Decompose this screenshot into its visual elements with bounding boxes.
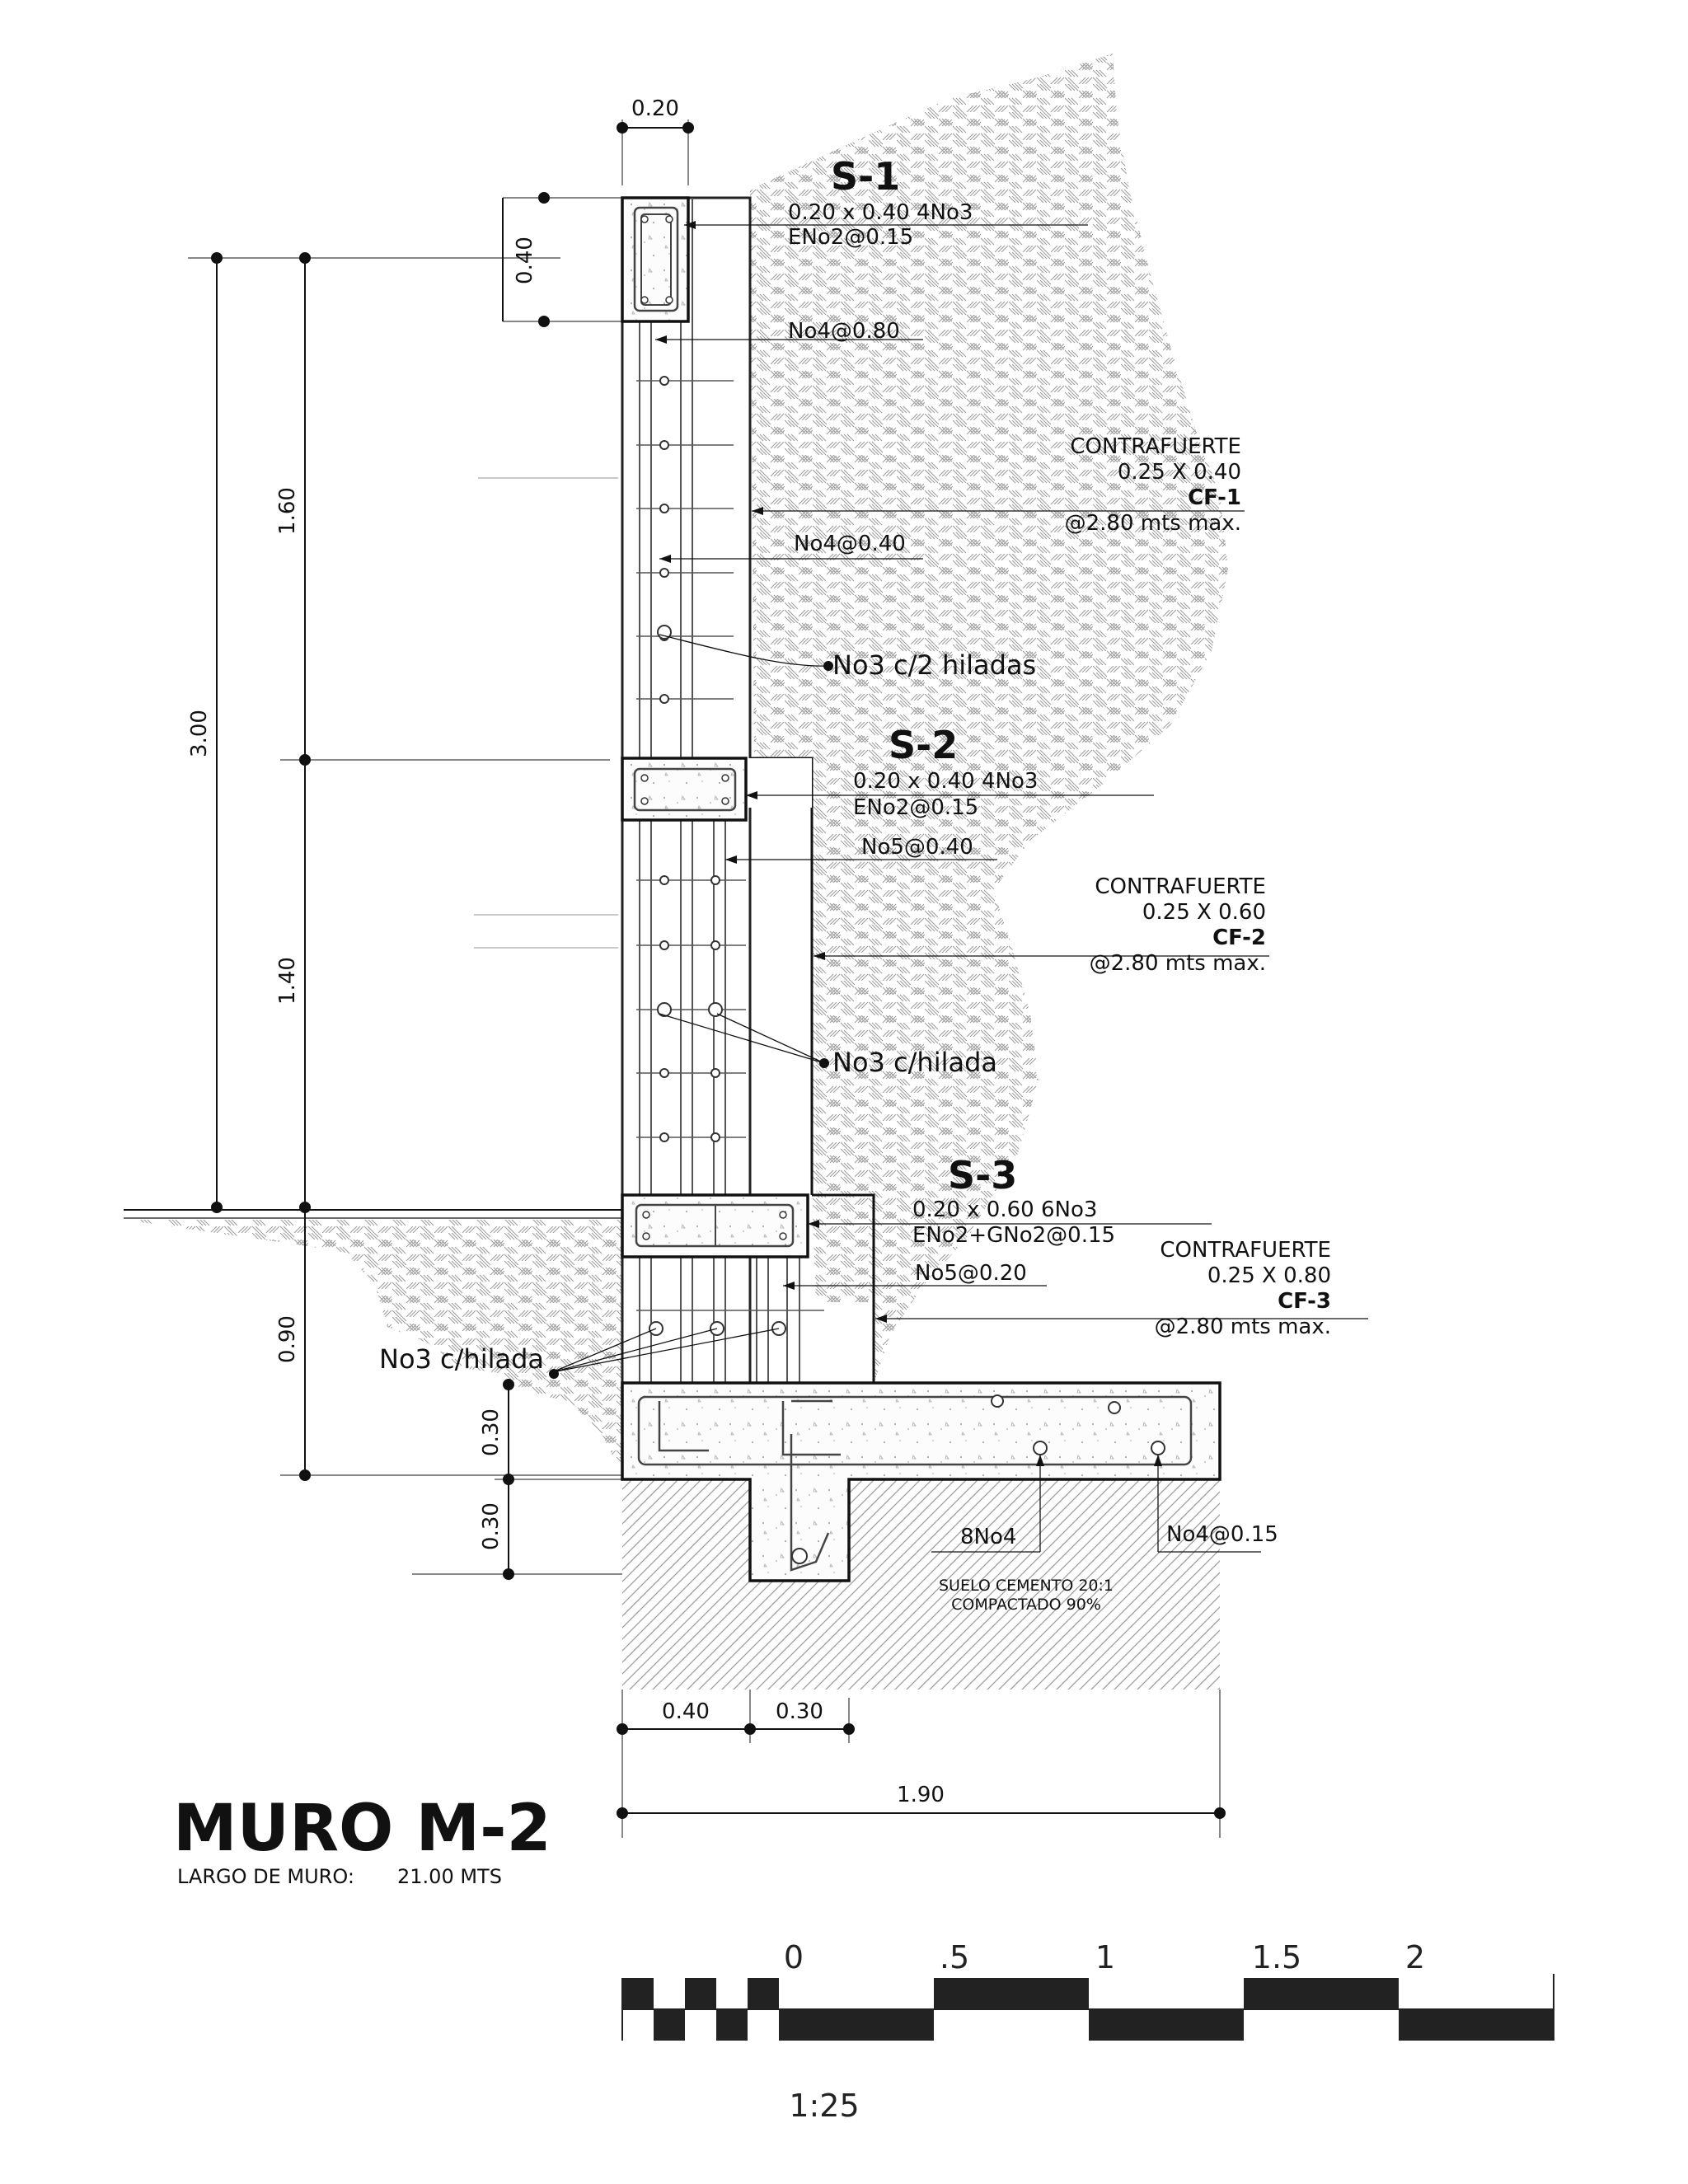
cf2-size: 0.25 X 0.60 (1142, 900, 1266, 925)
cf3-size: 0.25 X 0.80 (1207, 1263, 1331, 1288)
dim-footing-width: 1.90 (897, 1783, 945, 1807)
dim-footing-thickness: 0.30 (479, 1408, 504, 1456)
section-s3-name: S-3 (948, 1153, 1017, 1197)
dimension-lines (188, 120, 1226, 1838)
beam-s2 (621, 757, 748, 822)
cf1-size: 0.25 X 0.40 (1118, 460, 1241, 485)
footing-bar-dots (791, 1394, 1165, 1564)
section-s2-size: 0.20 x 0.40 4No3 (853, 769, 1038, 794)
beam-s1 (621, 196, 690, 323)
footing-rebar (637, 1395, 1193, 1572)
cf3-label: CONTRAFUERTE (1160, 1238, 1331, 1263)
rebar-no5-040: No5@0.40 (861, 835, 973, 860)
soil-cement-base (622, 1479, 1220, 1690)
dim-key-width: 0.30 (776, 1699, 823, 1724)
section-s1-size: 0.20 x 0.40 4No3 (788, 200, 973, 225)
scale-tick-15: 1.5 (1252, 1939, 1301, 1975)
dim-key-depth: 0.30 (479, 1502, 504, 1550)
rebar-8no4: 8No4 (960, 1525, 1016, 1549)
cf1-label: CONTRAFUERTE (1070, 434, 1241, 459)
dim-total-height: 3.00 (187, 710, 212, 757)
leader-dots (549, 661, 833, 1379)
retained-soil (750, 54, 1228, 1451)
footing (621, 1381, 1221, 1582)
section-s2-stirrups: ENo2@0.15 (853, 795, 978, 820)
cf2-spacing: @2.80 mts max. (1090, 951, 1266, 976)
wall-length-label: LARGO DE MURO: (177, 1865, 354, 1888)
soil-note-line2: COMPACTADO 90% (951, 1596, 1101, 1614)
scale-tick-2: 2 (1405, 1939, 1425, 1975)
section-s1-name: S-1 (831, 154, 900, 199)
rebar-no4-015: No4@0.15 (1166, 1522, 1278, 1547)
scale-tick-1: 1 (1095, 1939, 1115, 1975)
section-s3-size: 0.20 x 0.60 6No3 (912, 1197, 1097, 1222)
rebar-no3-c1-low: No3 c/hilada (379, 1343, 544, 1375)
section-s2-name: S-2 (889, 723, 958, 767)
dim-upper-height: 1.60 (275, 487, 300, 535)
scale-bar (622, 1978, 1554, 2041)
rebar-no4-040: No4@0.40 (794, 532, 906, 556)
dim-beam-height: 0.40 (513, 237, 537, 284)
leader-lines (474, 224, 1368, 1553)
dim-top-width: 0.20 (631, 96, 679, 121)
cf3-name: CF-3 (1278, 1289, 1331, 1314)
scale-tick-05: .5 (940, 1939, 969, 1975)
cf3-spacing: @2.80 mts max. (1155, 1315, 1331, 1339)
buttress-cf2-outline (750, 757, 814, 1195)
soil-note-line1: SUELO CEMENTO 20:1 (939, 1577, 1114, 1595)
dim-middle-height: 1.40 (275, 957, 300, 1005)
dim-toe-width: 0.40 (662, 1699, 710, 1724)
rebar-no4-080: No4@0.80 (788, 319, 900, 344)
beam-s3 (621, 1193, 809, 1258)
drawing-title: MURO M-2 (173, 1792, 551, 1866)
rebar-no3-c1-mid: No3 c/hilada (832, 1047, 997, 1078)
buttress-cf3-outline (812, 1193, 875, 1383)
cf2-label: CONTRAFUERTE (1095, 874, 1266, 899)
wall-length-value: 21.00 MTS (397, 1865, 502, 1888)
section-s1-stirrups: ENo2@0.15 (788, 225, 913, 250)
section-s3-stirrups: ENo2+GNo2@0.15 (912, 1223, 1115, 1248)
cf1-name: CF-1 (1188, 485, 1241, 510)
block-courses (636, 380, 824, 1311)
scale-tick-0: 0 (784, 1939, 804, 1975)
cf2-name: CF-2 (1212, 926, 1266, 950)
leader-arrows (655, 221, 1162, 1466)
rebar-no5-020: No5@0.20 (915, 1261, 1027, 1286)
dim-buried-height: 0.90 (275, 1315, 300, 1363)
rebar-no3-c2: No3 c/2 hiladas (832, 649, 1036, 681)
left-soil (124, 1220, 622, 1475)
scale-bar-outline (621, 1974, 1554, 2041)
scale-ratio: 1:25 (789, 2088, 859, 2124)
cf1-spacing: @2.80 mts max. (1065, 511, 1241, 536)
